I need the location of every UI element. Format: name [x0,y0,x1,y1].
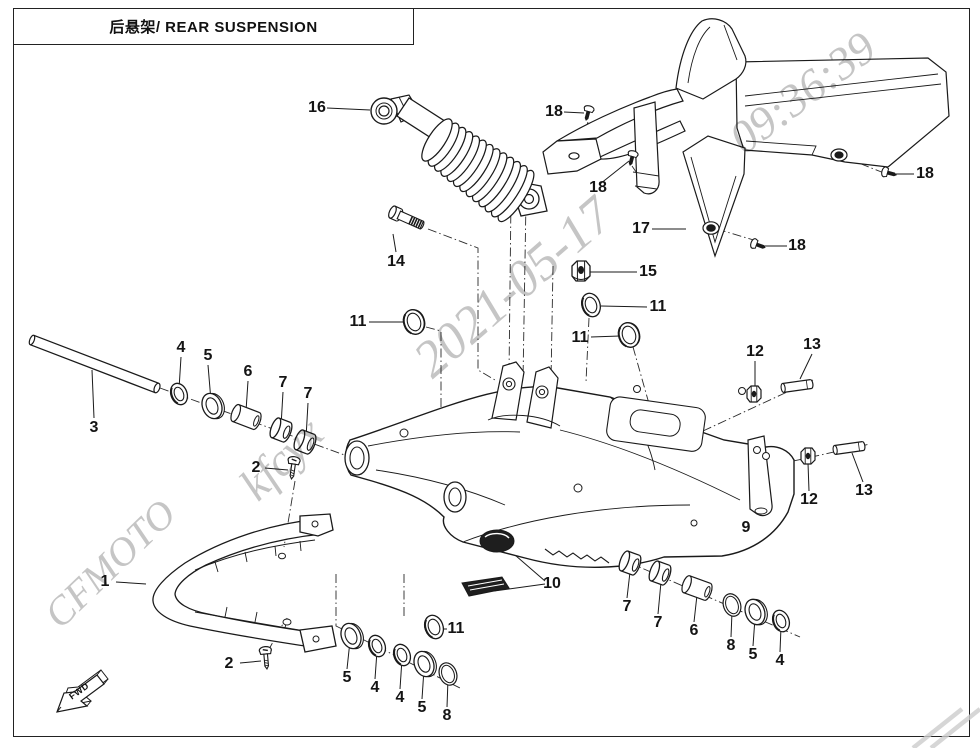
part-label-18: 18 [788,237,806,254]
part-label-7: 7 [278,374,288,391]
part-label-7: 7 [622,598,632,615]
part-label-14: 14 [387,253,405,270]
diagram-title: 后悬架/ REAR SUSPENSION [13,8,414,45]
axle-rod-drawing [28,334,161,394]
part-label-4: 4 [176,339,186,356]
part-label-6: 6 [243,363,253,380]
part-label-12: 12 [746,343,764,360]
part-label-17: 17 [632,220,650,237]
part-label-16: 16 [308,99,326,116]
part-label-10: 10 [543,575,561,592]
part-label-12: 12 [800,491,818,508]
part-label-8: 8 [442,707,452,724]
part-label-5: 5 [203,347,213,364]
part-label-18: 18 [545,103,563,120]
part-label-18: 18 [589,179,607,196]
part-label-9: 9 [741,519,751,536]
part-label-18: 18 [916,165,934,182]
part-label-13: 13 [803,336,821,353]
part-label-5: 5 [417,699,427,716]
part-label-6: 6 [689,622,699,639]
part-label-4: 4 [395,689,405,706]
chain-slider-drawing [152,513,337,653]
part-label-11: 11 [447,620,465,637]
part-label-15: 15 [639,263,657,280]
part-label-5: 5 [342,669,352,686]
fwd-direction-icon [56,669,109,713]
drawing-frame [13,8,970,737]
part-label-1: 1 [100,573,110,590]
part-label-2: 2 [251,459,261,476]
part-label-11: 11 [349,313,367,330]
part-label-4: 4 [370,679,380,696]
part-label-5: 5 [748,646,758,663]
part-label-7: 7 [653,614,663,631]
part-label-13: 13 [855,482,873,499]
part-label-3: 3 [89,419,99,436]
part-label-2: 2 [224,655,234,672]
part-label-8: 8 [726,637,736,654]
shock-absorber-drawing [370,94,548,223]
swingarm-drawing [344,361,795,597]
rear-fender-drawing [542,18,950,258]
part-label-4: 4 [775,652,785,669]
part-label-7: 7 [303,385,313,402]
leader-lines [91,107,914,708]
part-label-11: 11 [571,329,589,346]
corner-watermark-fragment [911,707,980,748]
part-label-11: 11 [649,298,667,315]
